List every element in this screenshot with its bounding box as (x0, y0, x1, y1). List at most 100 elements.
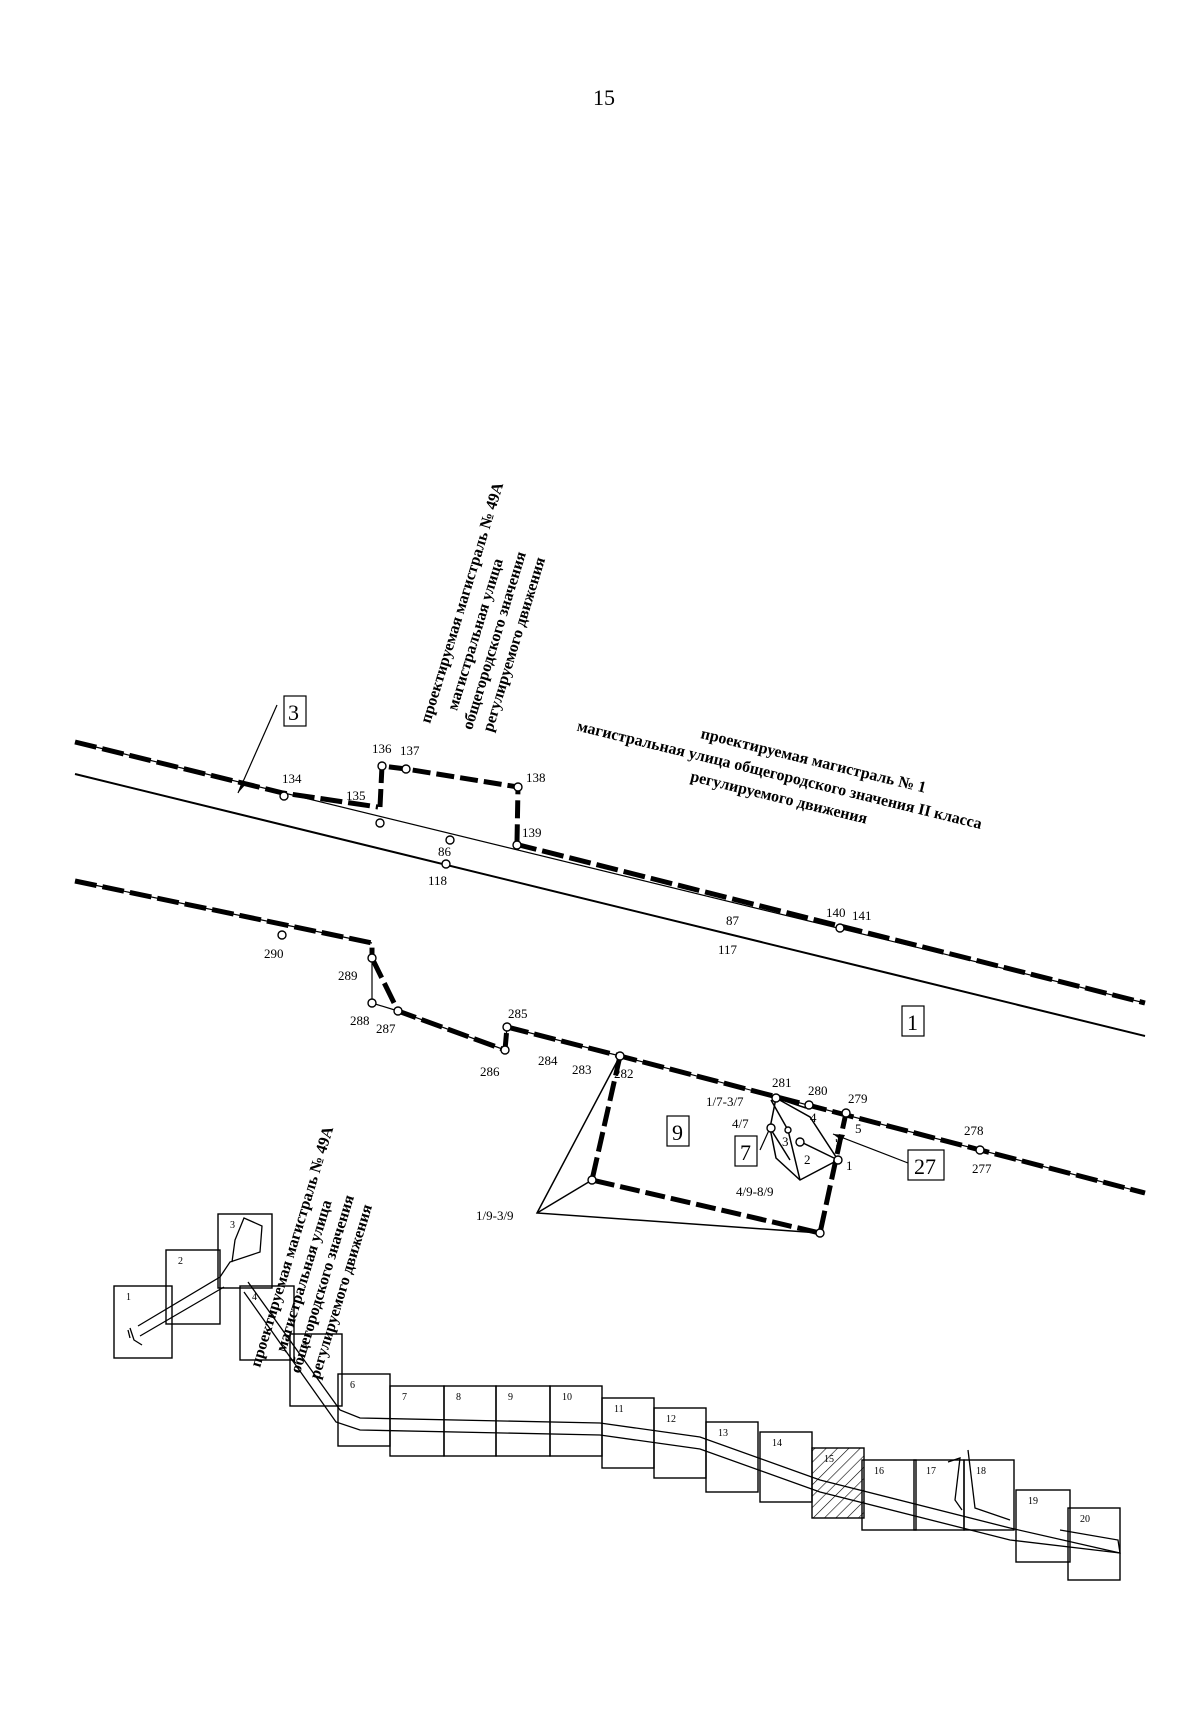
point-label: 134 (282, 771, 302, 786)
sheet-6: 6 (337, 1373, 391, 1447)
red-line-upper (74, 739, 379, 810)
point-label: 3 (782, 1134, 789, 1149)
sheet-number: 20 (1080, 1514, 1090, 1525)
point-label: 137 (400, 743, 420, 758)
sheet-frame (217, 1213, 273, 1289)
point-label: 138 (526, 770, 546, 785)
survey-points (277, 761, 985, 1238)
point-label: 4/9-8/9 (736, 1184, 774, 1199)
sheet-3: 3 (217, 1213, 273, 1289)
sheet-frame (913, 1459, 965, 1531)
point-label: 281 (772, 1075, 792, 1090)
sheet-number: 11 (614, 1404, 624, 1415)
sheet-number: 1 (126, 1292, 131, 1303)
overview-road (127, 1217, 1121, 1554)
point-label: 2 (804, 1152, 811, 1167)
sheet-number: 12 (666, 1414, 676, 1425)
point-label: 1 (846, 1158, 853, 1173)
point-label: 284 (538, 1053, 558, 1068)
sheet-number: 7 (402, 1392, 407, 1403)
sheet-14: 14 (759, 1431, 813, 1503)
sheet-15: 15 (811, 1447, 865, 1519)
road-lines (74, 739, 1146, 1196)
sheet-frame (601, 1397, 655, 1469)
sheet-number: 13 (718, 1428, 728, 1439)
boxed-label-9: 9 (672, 1120, 683, 1145)
sheet-frame (811, 1447, 865, 1519)
street-label-main-1: проектируемая магистраль № 1 магистральн… (575, 718, 983, 833)
sheet-18: 18 (963, 1459, 1015, 1531)
sheet-17: 17 (913, 1459, 965, 1531)
sheet-number: 18 (976, 1466, 986, 1477)
red-line-lower (74, 878, 375, 958)
point-label: 87 (726, 913, 740, 928)
sheet-number: 8 (456, 1392, 461, 1403)
point-label: 4/7 (732, 1116, 749, 1131)
leader-lines (237, 704, 909, 1164)
boundary-135-139 (377, 763, 521, 843)
boxed-label-3: 3 (288, 700, 299, 725)
point-label: 1/7-3/7 (706, 1094, 744, 1109)
sheet-frame (289, 1333, 343, 1407)
point-label: 117 (718, 942, 738, 957)
sheet-frame (861, 1459, 917, 1531)
boxed-labels: 3 1 9 7 27 (283, 695, 945, 1181)
sheet-4: 4 (239, 1285, 295, 1361)
sheet-frame (759, 1431, 813, 1503)
point-label: 139 (522, 825, 542, 840)
sheet-number: 14 (772, 1438, 782, 1449)
sheet-frame (239, 1285, 295, 1361)
street-label-bottom-49a: проектируемая магистраль № 49А магистрал… (248, 1124, 377, 1381)
sheet-number: 2 (178, 1256, 183, 1267)
point-label: 278 (964, 1123, 984, 1138)
red-line-upper-east (514, 841, 1146, 1006)
page-number: 15 (593, 85, 615, 110)
street-label-top-49a: проектируемая магистраль № 49А магистрал… (418, 480, 550, 734)
point-label: 285 (508, 1006, 528, 1021)
point-label: 140 (826, 905, 846, 920)
sheet-number: 6 (350, 1380, 355, 1391)
point-label: 5 (855, 1121, 862, 1136)
point-label: 289 (338, 968, 358, 983)
boxed-label-27: 27 (914, 1154, 936, 1179)
point-label: 290 (264, 946, 284, 961)
sheet-frame (165, 1249, 221, 1325)
point-label: 141 (852, 908, 872, 923)
sheet-number: 3 (230, 1220, 235, 1231)
point-labels: 134 135 136 137 138 139 86 118 87 117 14… (264, 741, 992, 1223)
point-label: 86 (438, 844, 452, 859)
sheet-20: 20 (1067, 1507, 1121, 1581)
boxed-label-1: 1 (907, 1010, 918, 1035)
point-label: 118 (428, 873, 447, 888)
sheet-16: 16 (861, 1459, 917, 1531)
point-label: 279 (848, 1091, 868, 1106)
sheet-frame (705, 1421, 759, 1493)
sheet-number: 5 (302, 1340, 307, 1351)
sheet-2: 2 (165, 1249, 221, 1325)
sheet-number: 9 (508, 1392, 513, 1403)
sheet-frame (549, 1385, 603, 1457)
point-label: 277 (972, 1161, 992, 1176)
point-label: 288 (350, 1013, 370, 1028)
sheet-frame (963, 1459, 1015, 1531)
boxed-label-7: 7 (740, 1140, 751, 1165)
sheet-5: 5 (289, 1333, 343, 1407)
point-label: 282 (614, 1066, 634, 1081)
sheet-frame (389, 1385, 445, 1457)
point-label: 280 (808, 1083, 828, 1098)
road-edge-1 (74, 773, 1146, 1037)
sheet-1: 1 (113, 1285, 173, 1359)
sheet-number: 4 (252, 1292, 257, 1303)
sheet-13: 13 (705, 1421, 759, 1493)
sheet-19: 19 (1015, 1489, 1071, 1563)
sheet-number: 16 (874, 1466, 884, 1477)
svg-text:магистральная улица общегородс: магистральная улица общегородского значе… (575, 718, 983, 833)
point-label: 4 (810, 1110, 817, 1125)
sheet-11: 11 (601, 1397, 655, 1469)
point-label: 283 (572, 1062, 592, 1077)
point-label: 136 (372, 741, 392, 756)
sheet-number: 15 (824, 1454, 834, 1465)
sheet-number: 10 (562, 1392, 572, 1403)
sheet-number: 19 (1028, 1496, 1038, 1507)
